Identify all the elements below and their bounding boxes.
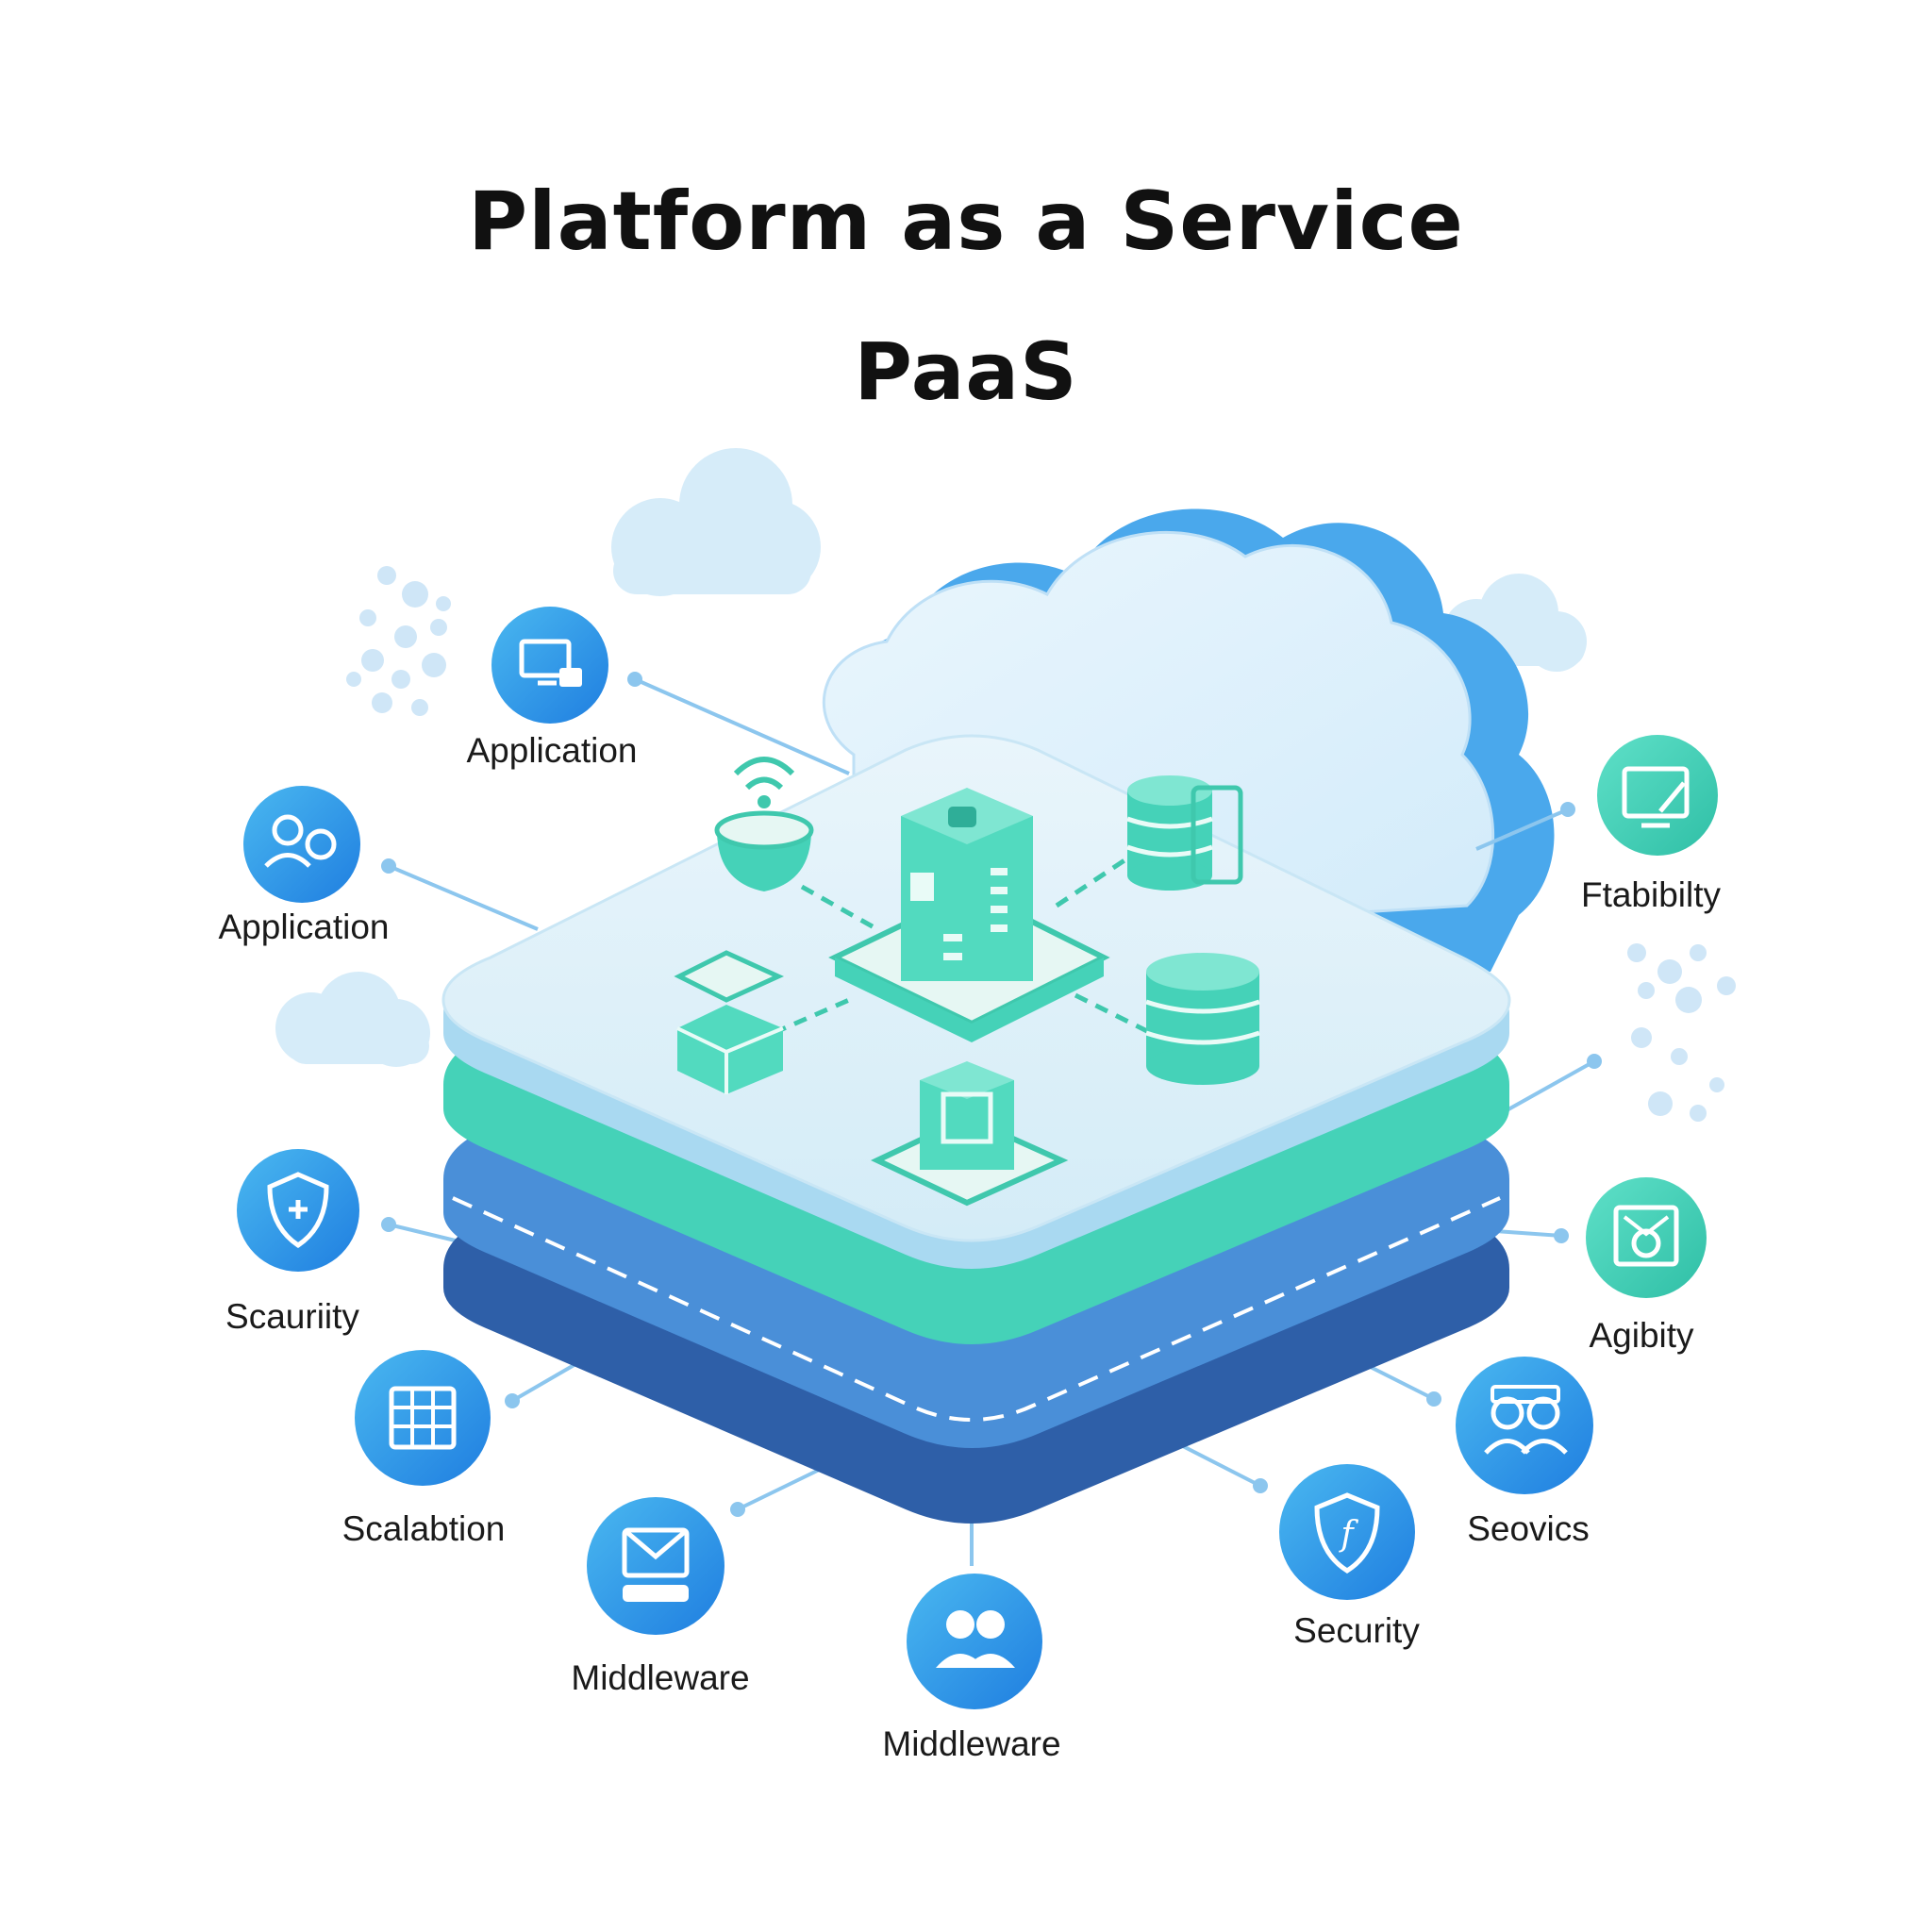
feature-icon-flexibility bbox=[1597, 735, 1718, 856]
wifi-bowl-icon bbox=[714, 757, 814, 891]
feature-icon-application-1 bbox=[491, 607, 608, 724]
feature-icon-services bbox=[1456, 1357, 1593, 1494]
feature-label-application-1: Application bbox=[466, 731, 638, 770]
feature-label-scalabtion: Scalabtion bbox=[341, 1509, 506, 1548]
feature-label-application-2: Application bbox=[218, 908, 390, 946]
feature-icon-middleware-1 bbox=[587, 1497, 724, 1635]
bg-cloud-top bbox=[611, 448, 821, 596]
feature-icon-middleware-2 bbox=[907, 1574, 1042, 1709]
feature-icon-security-right: f bbox=[1279, 1464, 1415, 1600]
server-building-icon bbox=[828, 788, 1110, 1042]
feature-label-ftabibilty: Ftabibilty bbox=[1580, 875, 1722, 914]
feature-icon-security-left bbox=[237, 1149, 359, 1272]
feature-label-scauriity: Scauriity bbox=[225, 1297, 359, 1336]
feature-icon-scalation bbox=[355, 1350, 491, 1486]
database-icon-right bbox=[1145, 953, 1260, 1085]
bg-cloud-left bbox=[275, 972, 430, 1067]
decor-dots-left bbox=[346, 566, 451, 716]
feature-label-security: Security bbox=[1293, 1611, 1420, 1650]
feature-label-middleware-2: Middleware bbox=[882, 1724, 1061, 1763]
cube-chip-icon bbox=[674, 950, 785, 1094]
feature-icon-agility bbox=[1586, 1177, 1707, 1298]
decor-dots-right bbox=[1627, 943, 1736, 1122]
page-title: Platform as a Service bbox=[468, 175, 1464, 269]
feature-label-agibity: Agibity bbox=[1589, 1316, 1694, 1355]
chip-block-icon bbox=[870, 1061, 1069, 1207]
feature-label-seovics: Seovics bbox=[1467, 1509, 1590, 1548]
database-icon-top bbox=[1126, 775, 1243, 891]
feature-label-middleware-1: Middleware bbox=[571, 1658, 750, 1697]
feature-icon-application-2 bbox=[243, 786, 360, 903]
page-subtitle: PaaS bbox=[854, 325, 1078, 418]
